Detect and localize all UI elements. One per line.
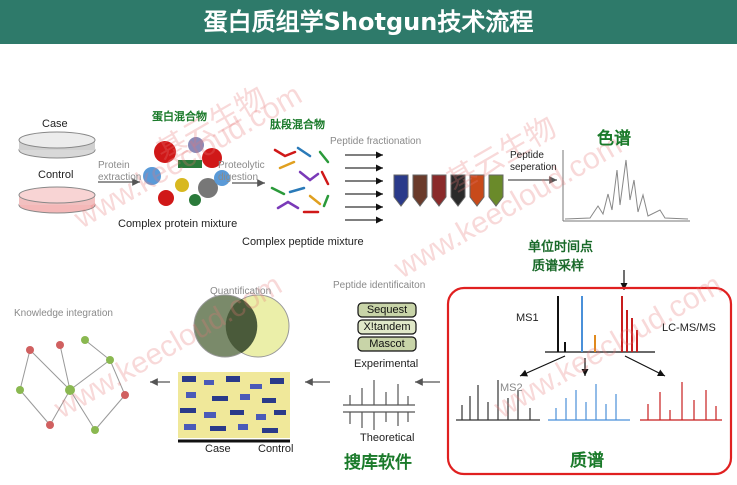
case-label: Case bbox=[42, 118, 68, 130]
separation-label: Peptide seperation bbox=[510, 150, 557, 173]
time-point-label-1: 单位时间点 bbox=[528, 240, 594, 255]
chromatography-label: 色谱 bbox=[597, 129, 631, 149]
page-title: 蛋白质组学Shotgun技术流程 bbox=[203, 8, 534, 36]
ms1-spectrum bbox=[545, 296, 655, 353]
quantification-label: Quantification bbox=[210, 286, 272, 297]
heatmap-case-label: Case bbox=[205, 443, 231, 455]
ms-highlight-box bbox=[446, 286, 733, 476]
database-stack bbox=[357, 302, 417, 352]
control-label: Control bbox=[38, 169, 74, 181]
experimental-label: Experimental bbox=[354, 358, 419, 370]
peptide-mixture-graphic bbox=[270, 146, 330, 214]
protein-mixture-graphic bbox=[143, 137, 230, 206]
heatmap-control-label: Control bbox=[258, 443, 294, 455]
experimental-spectrum bbox=[343, 380, 415, 406]
peptide-mixture-cn-label: 肽段混合物 bbox=[270, 118, 325, 131]
identification-label: Peptide identificaiton bbox=[333, 280, 426, 291]
xtandem-label: X!tandem bbox=[363, 321, 411, 333]
theoretical-spectrum bbox=[343, 411, 415, 430]
fractionation-label: Peptide fractionation bbox=[330, 136, 422, 147]
mass-spec-label: 质谱 bbox=[570, 451, 604, 471]
protein-extraction-label: Protein extraction bbox=[98, 160, 142, 183]
protein-mixture-label: Complex protein mixture bbox=[118, 218, 238, 230]
knowledge-label: Knowledge integration bbox=[14, 308, 113, 319]
chromatogram bbox=[562, 150, 690, 222]
lcmsms-label: LC-MS/MS bbox=[662, 322, 716, 334]
ms2-spectrum-black bbox=[456, 380, 540, 421]
ms2-spectrum-red bbox=[640, 382, 722, 421]
ms2-arrows bbox=[519, 355, 666, 377]
time-point-label-2: 质谱采样 bbox=[532, 259, 585, 274]
fractionation-arrows bbox=[345, 151, 383, 224]
sequest-label: Sequest bbox=[366, 304, 408, 316]
case-dish bbox=[18, 131, 96, 159]
search-software-label: 搜库软件 bbox=[344, 453, 412, 473]
venn-diagram bbox=[193, 294, 290, 358]
digestion-label: Proteolytic digestion bbox=[218, 160, 265, 183]
protein-mixture-cn-label: 蛋白混合物 bbox=[152, 110, 207, 123]
ms2-spectrum-blue bbox=[548, 384, 630, 421]
peptide-mixture-label: Complex peptide mixture bbox=[242, 236, 364, 248]
ms2-label: MS2 bbox=[500, 382, 523, 394]
knowledge-network bbox=[16, 336, 129, 434]
control-dish bbox=[18, 186, 96, 214]
ms1-label: MS1 bbox=[516, 312, 539, 324]
title-banner bbox=[0, 0, 737, 44]
theoretical-label: Theoretical bbox=[360, 432, 415, 444]
mascot-label: Mascot bbox=[369, 338, 405, 350]
fraction-tubes bbox=[393, 174, 504, 207]
heatmap bbox=[178, 372, 290, 443]
